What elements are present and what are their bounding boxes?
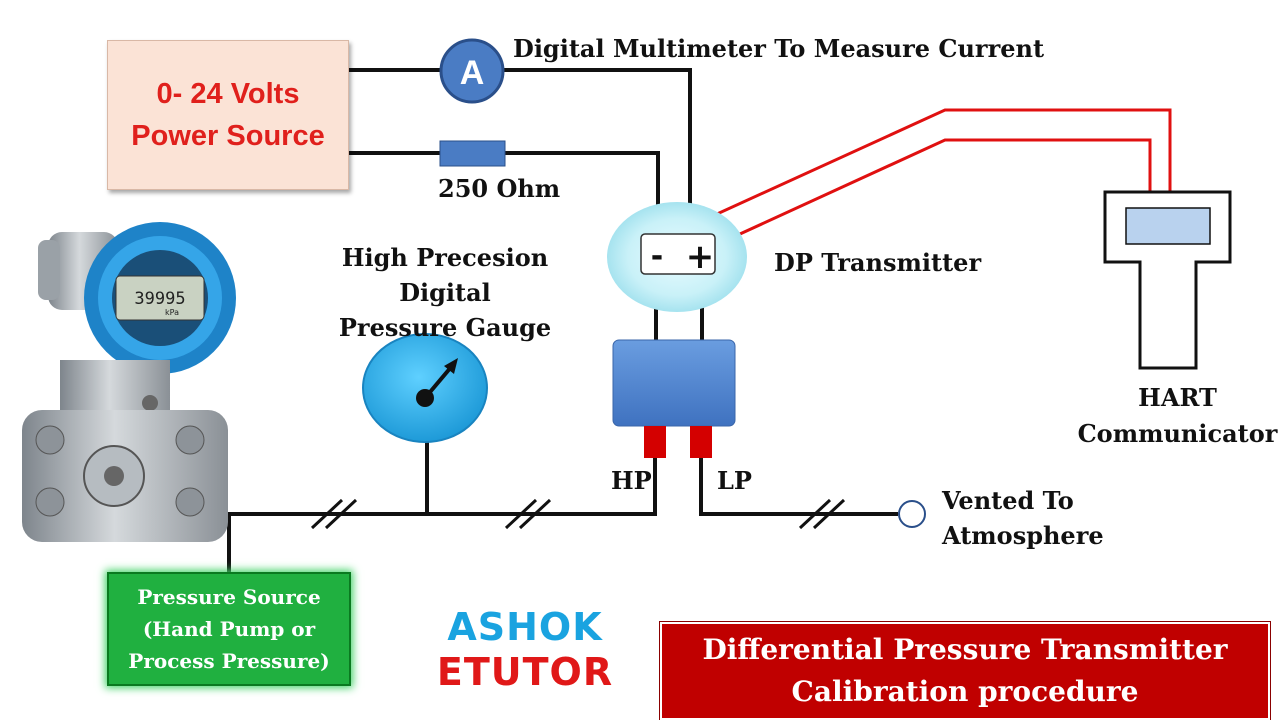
title-banner: Differential Pressure Transmitter Calibr… [659, 621, 1271, 720]
vented-label-line1: Vented To [942, 486, 1074, 515]
pressure-source-line1: Pressure Source [137, 585, 321, 609]
hart-wires [659, 108, 1172, 252]
ammeter: A [439, 38, 505, 104]
gauge-label-line3: Pressure Gauge [338, 313, 552, 342]
ammeter-symbol: A [460, 54, 485, 92]
gauge-label-line2: Digital [399, 278, 491, 307]
pressure-lines [227, 440, 898, 573]
positive-terminal: + [686, 237, 715, 277]
lp-port [690, 426, 712, 458]
hp-label: HP [611, 466, 652, 495]
dp-cell-body [612, 339, 736, 458]
brand-ashok: ASHOK [447, 605, 603, 649]
vented-label: Vented To Atmosphere [942, 483, 1104, 553]
hp-port [644, 426, 666, 458]
pressure-source-line2: (Hand Pump or [142, 617, 316, 641]
gauge-label: High Precesion Digital Pressure Gauge [330, 240, 560, 345]
resistor-250-ohm [439, 140, 506, 167]
dp-transmitter-label: DP Transmitter [774, 248, 982, 277]
hart-label-line1: HART [1138, 383, 1217, 412]
device-unit: kPa [165, 308, 179, 317]
dp-transmitter-head: - + [607, 202, 747, 312]
gauge-label-line1: High Precesion [341, 243, 549, 272]
hart-label: HART Communicator [1075, 380, 1280, 452]
multimeter-label: Digital Multimeter To Measure Current [513, 34, 1045, 63]
hart-communicator [1103, 190, 1232, 370]
brand-etutor: ETUTOR [436, 650, 614, 694]
device-reading: 39995 [134, 289, 185, 309]
digital-pressure-gauge [362, 333, 488, 443]
vented-label-line2: Atmosphere [942, 521, 1104, 550]
pressure-source-box: Pressure Source (Hand Pump or Process Pr… [107, 572, 351, 686]
pressure-source-line3: Process Pressure) [128, 649, 330, 673]
power-source-box: 0- 24 Volts Power Source [107, 40, 349, 190]
power-source-line2: Power Source [131, 120, 325, 152]
lp-label: LP [717, 466, 752, 495]
power-source-line1: 0- 24 Volts [156, 78, 300, 110]
hart-label-line2: Communicator [1077, 419, 1278, 448]
vent-port [898, 500, 926, 528]
negative-terminal: - [651, 239, 663, 274]
title-line2: Calibration procedure [791, 675, 1139, 708]
resistor-label: 250 Ohm [438, 174, 561, 203]
transmitter-device-image: 39995 kPa [22, 222, 236, 542]
title-line1: Differential Pressure Transmitter [702, 633, 1228, 666]
